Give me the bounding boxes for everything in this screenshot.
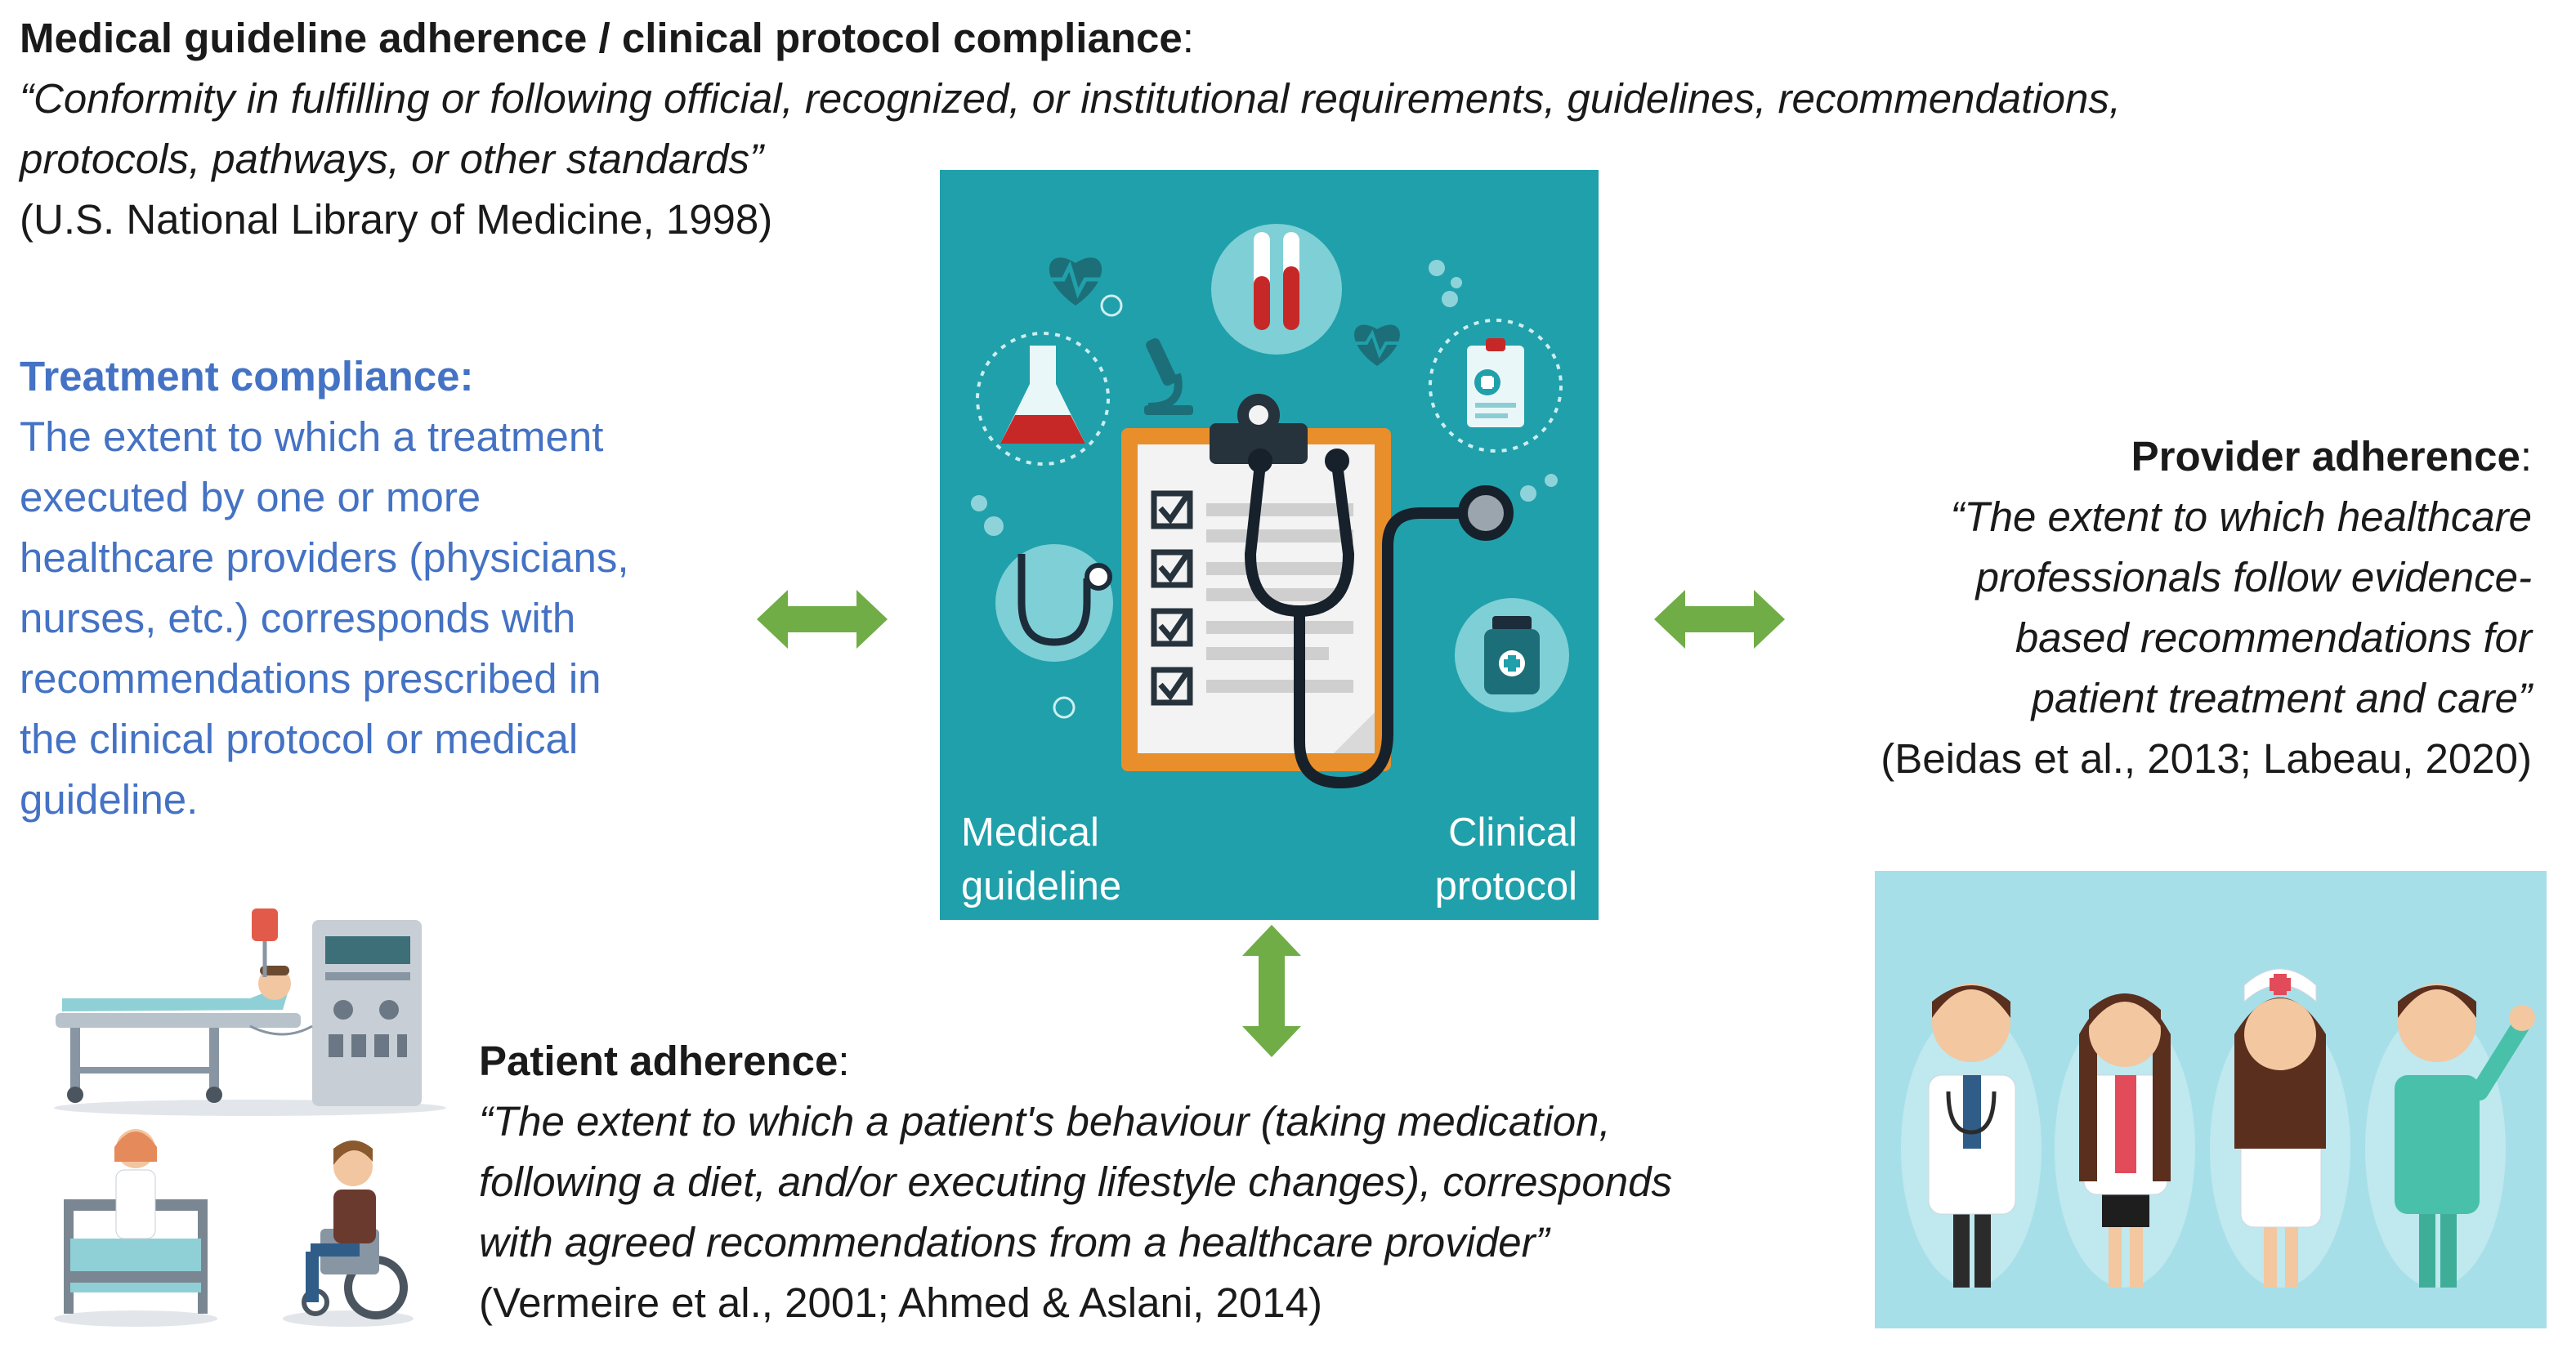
hospital-bed-icon: [54, 908, 446, 1116]
healthcare-staff-illustration: [1901, 968, 2535, 1288]
doctor-icon: [1928, 984, 2016, 1288]
patient-in-bed-icon: [54, 1129, 217, 1327]
nurse-icon: [2234, 968, 2326, 1288]
medicine-bottle-icon: [1455, 598, 1569, 712]
provider-adherence-definition: Provider adherence: “The extent to which…: [1881, 426, 2532, 789]
patient-adherence-definition: Patient adherence: “The extent to which …: [479, 1031, 1672, 1333]
wheelchair-icon: [283, 1141, 414, 1327]
guideline-adherence-quote-line-1: “Conformity in fulfilling or following o…: [20, 75, 2122, 122]
clipboard-stethoscope-illustration: [971, 224, 1569, 789]
doctor-icon: [2079, 993, 2171, 1288]
double-arrow-icon: [1242, 925, 1301, 1057]
caption-line: Clinical: [1448, 810, 1577, 855]
treatment-compliance-line: executed by one or more: [20, 474, 481, 520]
patient-illustrations: [54, 908, 446, 1327]
healthcare-staff-panel: [1875, 871, 2547, 1328]
guideline-adherence-heading: Medical guideline adherence / clinical p…: [20, 15, 1194, 61]
treatment-compliance-line: The extent to which a treatment: [20, 413, 604, 460]
patient-adherence-citation: (Vermeire et al., 2001; Ahmed & Aslani, …: [479, 1279, 1322, 1326]
provider-adherence-quote-line: based recommendations for: [2015, 614, 2532, 661]
guideline-adherence-quote-line-2: protocols, pathways, or other standards”: [20, 136, 763, 182]
clinical-protocol-caption: Clinical protocol: [1435, 806, 1577, 913]
treatment-compliance-line: nurses, etc.) corresponds with: [20, 595, 576, 641]
dialysis-machine-icon: [249, 920, 422, 1106]
patient-adherence-heading: Patient adherence:: [479, 1038, 850, 1084]
stethoscope-icon: [995, 544, 1113, 662]
double-arrow-icon: [1654, 590, 1785, 649]
heart-icon: [1353, 324, 1402, 366]
caption-line: protocol: [1434, 864, 1577, 908]
provider-adherence-quote-line: professionals follow evidence-: [1975, 554, 2532, 600]
microscope-icon: [1144, 337, 1193, 415]
provider-adherence-citation: (Beidas et al., 2013; Labeau, 2020): [1881, 735, 2532, 782]
provider-adherence-quote-line: patient treatment and care”: [2031, 675, 2532, 721]
guideline-adherence-definition: Medical guideline adherence / clinical p…: [20, 8, 2121, 250]
guideline-adherence-citation: (U.S. National Library of Medicine, 1998…: [20, 196, 773, 243]
medical-guideline-caption: Medical guideline: [961, 806, 1121, 913]
provider-adherence-quote-line: “The extent to which healthcare: [1950, 493, 2532, 540]
stethoscope-icon: [1244, 449, 1514, 789]
flask-icon: [976, 332, 1110, 466]
decorative-dots: [971, 260, 1558, 719]
treatment-compliance-line: guideline.: [20, 776, 199, 823]
treatment-compliance-heading: Treatment compliance:: [20, 353, 474, 400]
treatment-compliance-line: recommendations prescribed in: [20, 655, 602, 702]
patient-adherence-quote-line: with agreed recommendations from a healt…: [479, 1219, 1550, 1265]
treatment-compliance-line: the clinical protocol or medical: [20, 716, 579, 762]
caption-line: Medical: [961, 810, 1099, 855]
patient-adherence-quote-line: following a diet, and/or executing lifes…: [479, 1158, 1672, 1205]
test-tubes-icon: [1211, 224, 1342, 355]
document-icon: [1429, 319, 1563, 453]
treatment-compliance-definition: Treatment compliance: The extent to whic…: [20, 346, 629, 830]
nurse-icon: [2395, 984, 2535, 1288]
caption-line: guideline: [961, 864, 1122, 908]
treatment-compliance-line: healthcare providers (physicians,: [20, 534, 629, 581]
patient-adherence-quote-line: “The extent to which a patient's behavio…: [479, 1098, 1611, 1145]
provider-adherence-heading: Provider adherence:: [2131, 433, 2532, 480]
heart-icon: [1047, 257, 1104, 306]
medical-illustration-panel: Medical guideline Clinical protocol: [940, 170, 1599, 920]
double-arrow-icon: [757, 590, 888, 649]
